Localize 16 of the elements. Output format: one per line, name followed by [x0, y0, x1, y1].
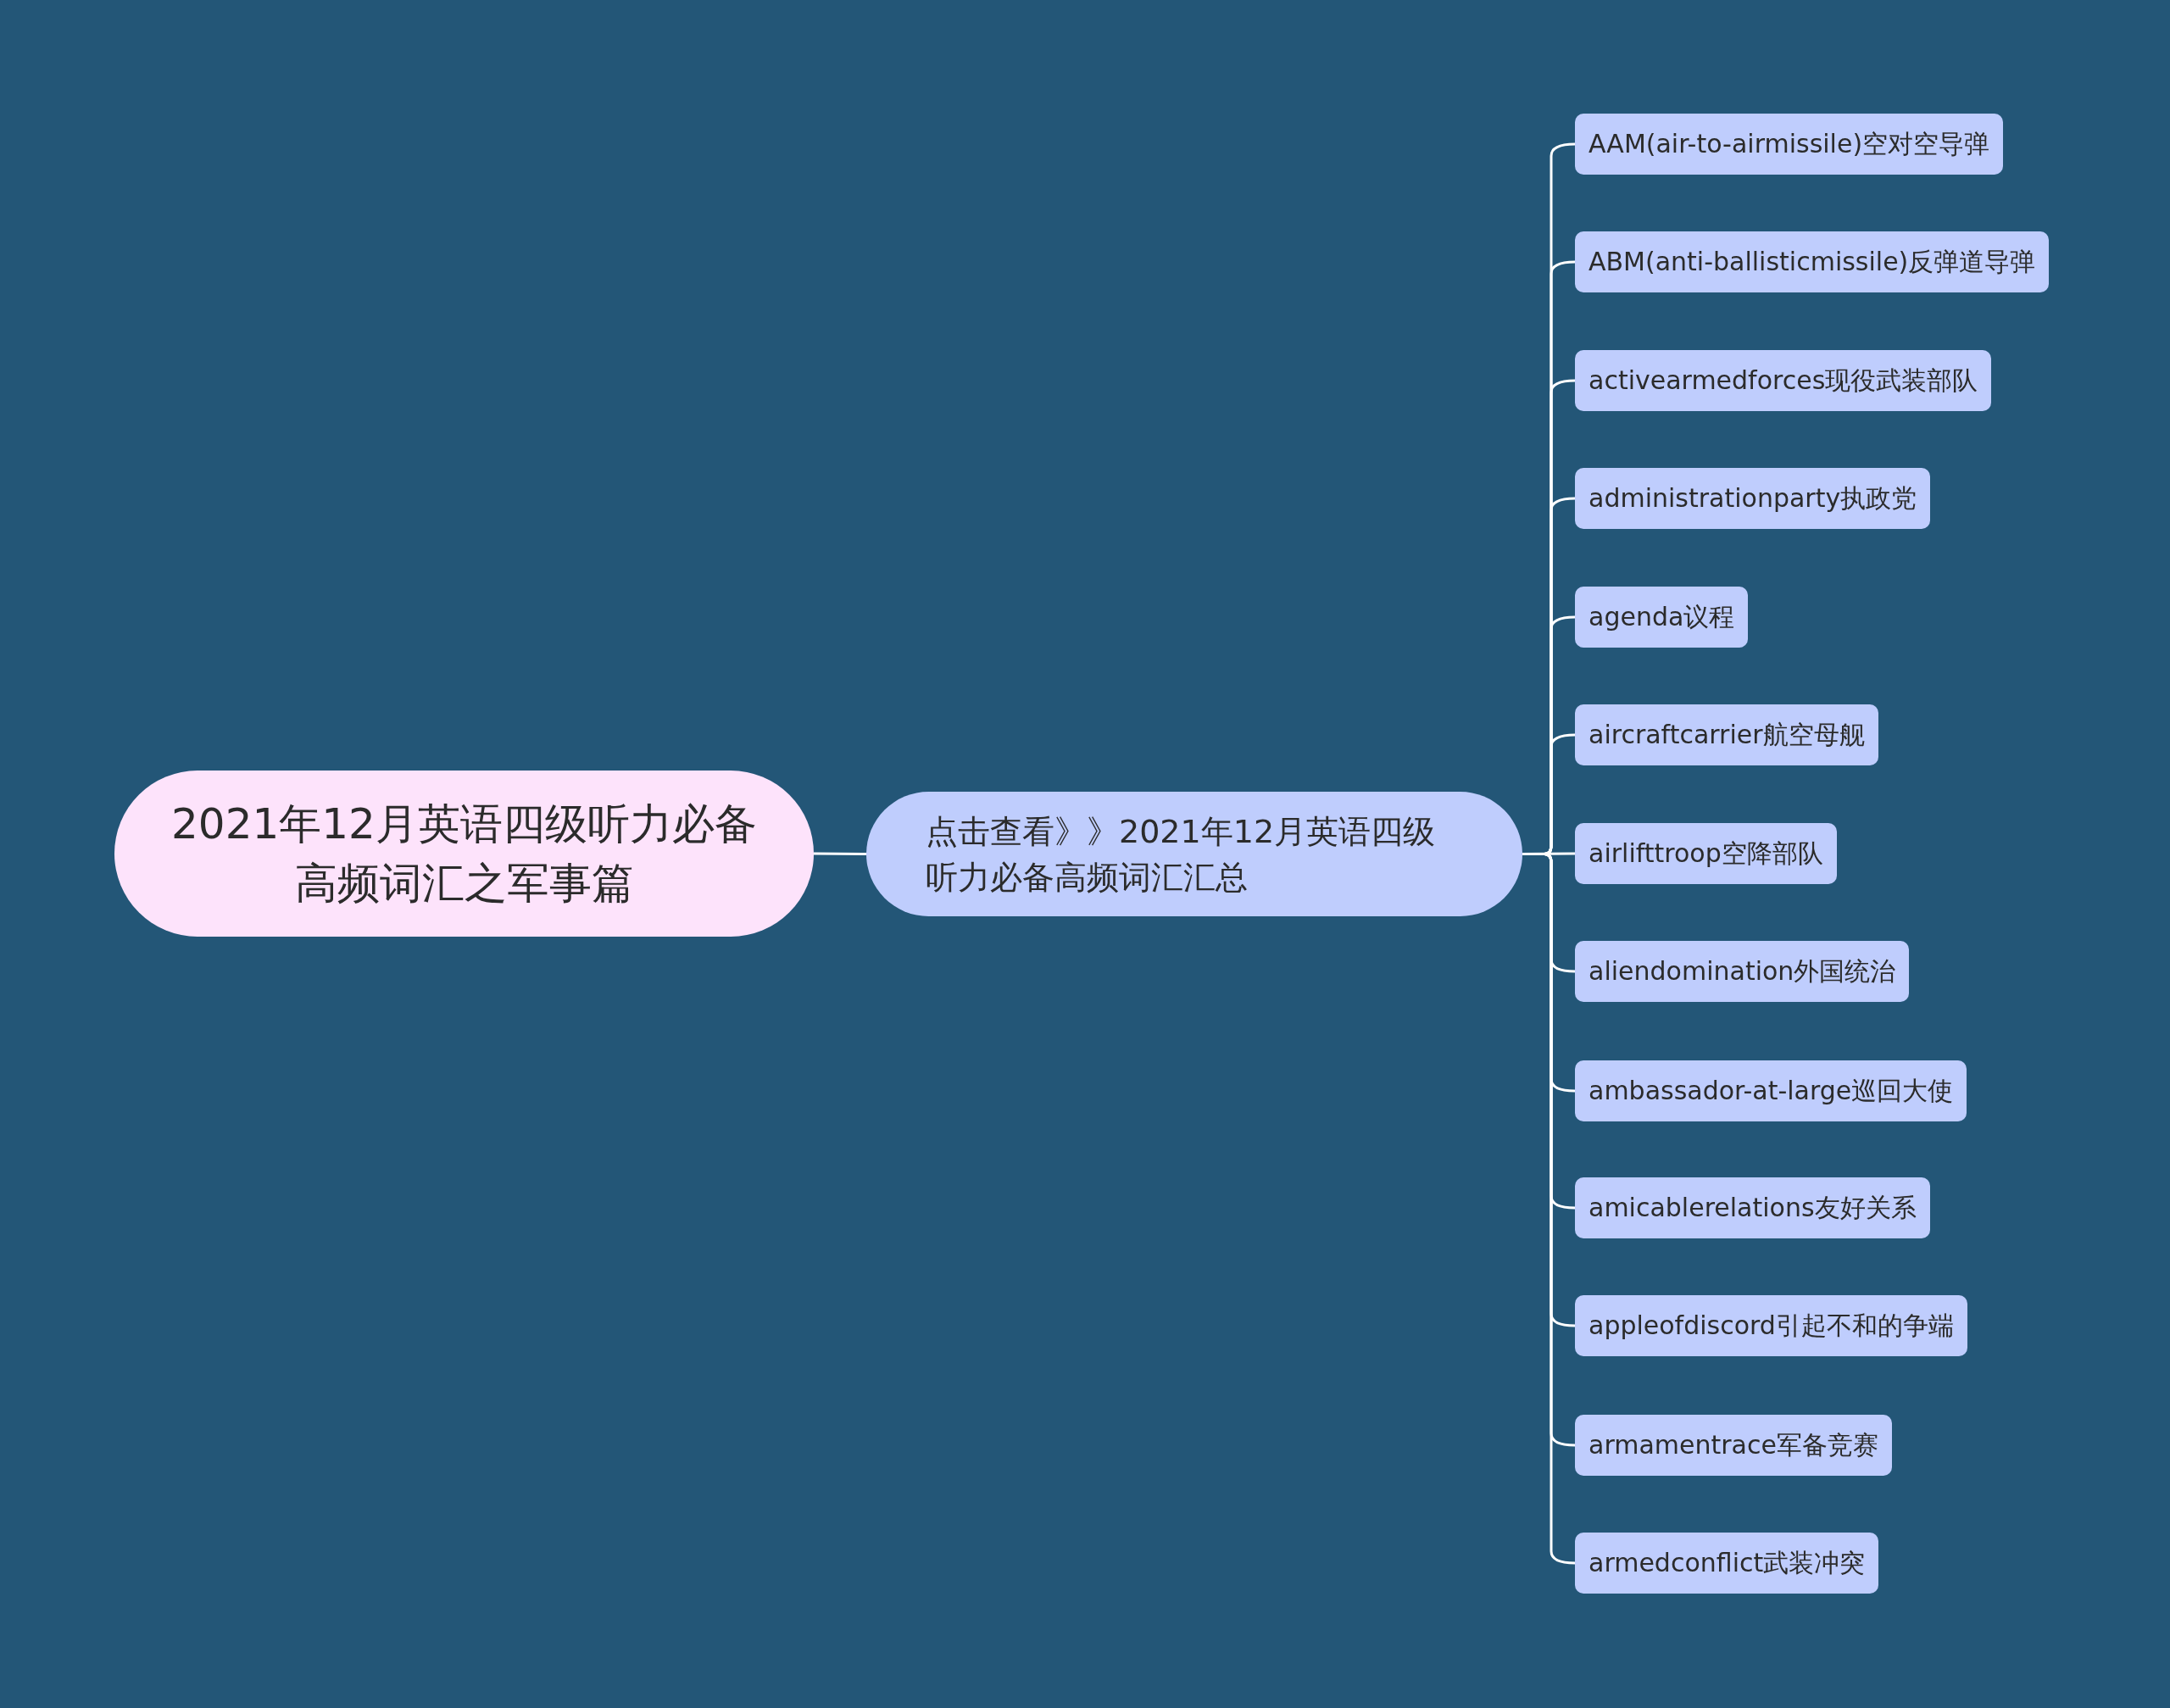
connector-line: [814, 852, 866, 855]
topic-box: airlifttroop空降部队: [1575, 823, 1837, 884]
subtopic-box: 点击查看》》2021年12月英语四级听力必备高频词汇汇总: [866, 792, 1522, 916]
topic-box: appleofdiscord引起不和的争端: [1575, 1295, 1967, 1356]
topic-box: armedconflict武装冲突: [1575, 1533, 1879, 1594]
topic-box: agenda议程: [1575, 587, 1749, 648]
central-topic-box: 2021年12月英语四级听力必备高频词汇之军事篇: [114, 771, 814, 937]
topic-box: AAM(air-to-airmissile)空对空导弹: [1575, 114, 2004, 175]
topic-box: aircraftcarrier航空母舰: [1575, 704, 1878, 765]
topic-box: activearmedforces现役武装部队: [1575, 350, 1992, 411]
topic-box: administrationparty执政党: [1575, 468, 1931, 529]
topic-box: ABM(anti-ballisticmissile)反弹道导弹: [1575, 231, 2050, 292]
topic-box: armamentrace军备竞赛: [1575, 1415, 1892, 1476]
topic-box: aliendomination外国统治: [1575, 941, 1910, 1002]
topic-box: ambassador-at-large巡回大使: [1575, 1060, 1967, 1121]
topic-box: amicablerelations友好关系: [1575, 1177, 1930, 1238]
